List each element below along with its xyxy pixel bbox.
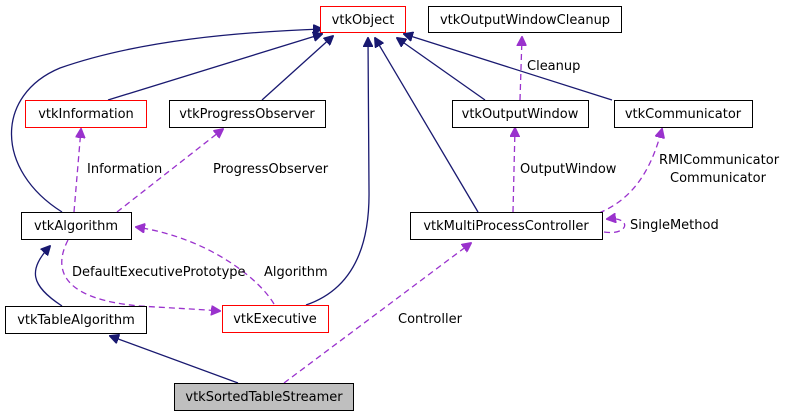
label-controller: Controller [398, 312, 463, 327]
association-edges [61, 37, 662, 384]
edge-progress-observer [116, 129, 223, 213]
edge-multiprocesscontroller-to-object [375, 38, 479, 213]
label-cleanup: Cleanup [527, 59, 580, 74]
edge-algorithm-to-object [11, 29, 322, 213]
node-vtkcommunicator-label: vtkCommunicator [625, 107, 742, 122]
node-vtkobject-label: vtkObject [332, 13, 395, 28]
node-vtktablealgorithm-label: vtkTableAlgorithm [17, 313, 135, 328]
edge-tablealgorithm-to-algorithm [34, 246, 63, 307]
node-vtkmultiprocesscontroller[interactable]: vtkMultiProcessController [410, 212, 603, 240]
edge-communicator-to-object [404, 34, 613, 101]
label-rmi-communicator: RMICommunicator [659, 153, 780, 168]
node-vtkalgorithm[interactable]: vtkAlgorithm [21, 212, 132, 240]
node-vtkinformation-label: vtkInformation [38, 107, 134, 122]
node-vtksortedtablestreamer-label: vtkSortedTableStreamer [185, 390, 343, 405]
edge-information [73, 129, 81, 213]
edge-algorithm [136, 227, 275, 305]
edge-executive-to-object [305, 38, 369, 306]
node-vtkexecutive-label: vtkExecutive [233, 312, 317, 327]
edge-cleanup [520, 37, 522, 101]
label-algorithm: Algorithm [264, 265, 328, 280]
label-default-executive-prototype: DefaultExecutivePrototype [72, 265, 246, 280]
edge-communicator [598, 129, 662, 214]
edge-default-executive-prototype [61, 239, 220, 311]
edge-single-method [603, 219, 626, 234]
edge-outputwindow-to-object [397, 38, 486, 101]
node-vtkoutputwindowcleanup[interactable]: vtkOutputWindowCleanup [428, 6, 622, 33]
node-vtkcommunicator[interactable]: vtkCommunicator [614, 100, 753, 128]
label-output-window: OutputWindow [520, 162, 617, 177]
node-vtkoutputwindow[interactable]: vtkOutputWindow [452, 100, 589, 128]
label-single-method: SingleMethod [630, 218, 719, 233]
edge-controller [283, 243, 471, 384]
node-vtktablealgorithm[interactable]: vtkTableAlgorithm [5, 306, 147, 334]
edge-progressobserver-to-object [261, 36, 333, 101]
edge-information-to-object [107, 34, 322, 101]
node-vtkmultiprocesscontroller-label: vtkMultiProcessController [423, 219, 589, 234]
node-vtkalgorithm-label: vtkAlgorithm [34, 219, 118, 234]
node-vtkoutputwindow-label: vtkOutputWindow [462, 107, 579, 122]
node-vtkprogressobserver-label: vtkProgressObserver [179, 107, 315, 122]
node-vtksortedtablestreamer[interactable]: vtkSortedTableStreamer [174, 383, 354, 411]
edge-output-window [513, 128, 515, 213]
inheritance-edges [11, 29, 613, 384]
node-vtkprogressobserver[interactable]: vtkProgressObserver [169, 100, 326, 128]
edge-sortedtablestreamer-to-tablealgorithm [110, 336, 239, 384]
label-communicator: Communicator [670, 171, 767, 186]
node-vtkexecutive[interactable]: vtkExecutive [222, 305, 329, 333]
edge-labels: Cleanup Information ProgressObserver Out… [72, 59, 780, 327]
node-vtkinformation[interactable]: vtkInformation [25, 100, 147, 128]
node-vtkoutputwindowcleanup-label: vtkOutputWindowCleanup [440, 13, 610, 28]
node-vtkobject[interactable]: vtkObject [320, 6, 406, 33]
label-information: Information [87, 162, 162, 177]
label-progress-observer: ProgressObserver [213, 162, 329, 177]
